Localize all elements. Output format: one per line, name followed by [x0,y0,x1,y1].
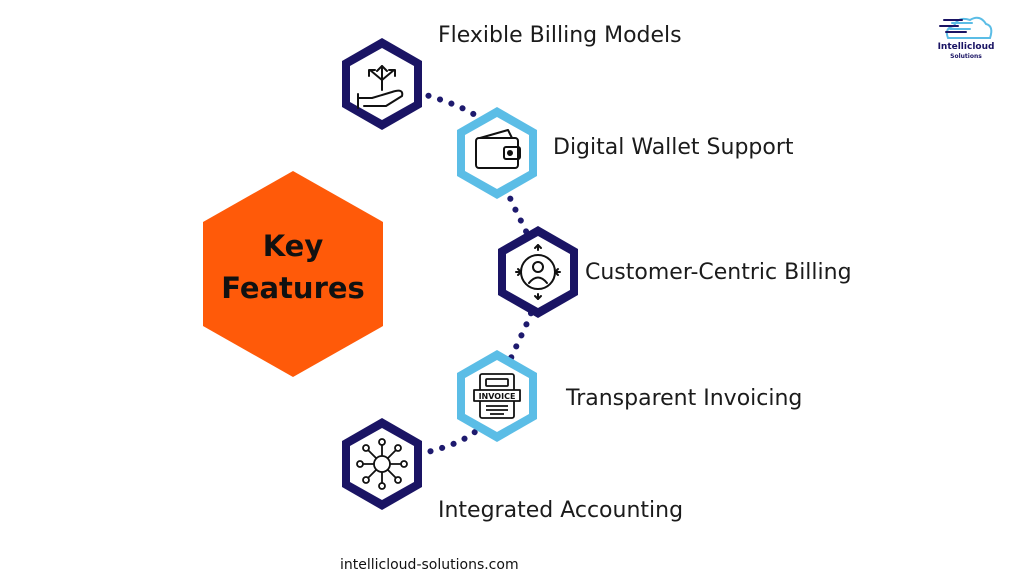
center-title-line1: Key [262,229,324,263]
network-hub-icon [356,438,408,490]
feature-node-5 [342,418,422,510]
key-features-hexagon [203,171,383,377]
hand-arrows-icon [357,65,404,109]
brand-name: Intellicloud [937,42,995,52]
feature-label-transparent-invoicing: Transparent Invoicing [566,386,803,411]
customer-cycle-icon [515,244,561,300]
brand-subtitle: Solutions [950,53,982,60]
invoice-icon: INVOICE [473,373,521,419]
feature-node-3 [498,226,578,318]
feature-label-customer-centric: Customer-Centric Billing [585,260,852,285]
feature-node-2 [457,107,537,199]
key-features-title: Key Features [203,225,383,309]
wallet-icon [475,129,521,169]
footer-website-link[interactable]: intellicloud-solutions.com [340,557,519,573]
feature-node-4: INVOICE [457,350,537,442]
feature-label-integrated-accounting: Integrated Accounting [438,498,684,523]
center-title-line2: Features [221,271,365,305]
feature-label-flexible-billing: Flexible Billing Models [438,23,682,48]
svg-text:INVOICE: INVOICE [479,392,516,401]
intellicloud-logo-icon [939,16,993,39]
feature-label-digital-wallet: Digital Wallet Support [553,135,794,160]
feature-node-1 [342,38,422,130]
